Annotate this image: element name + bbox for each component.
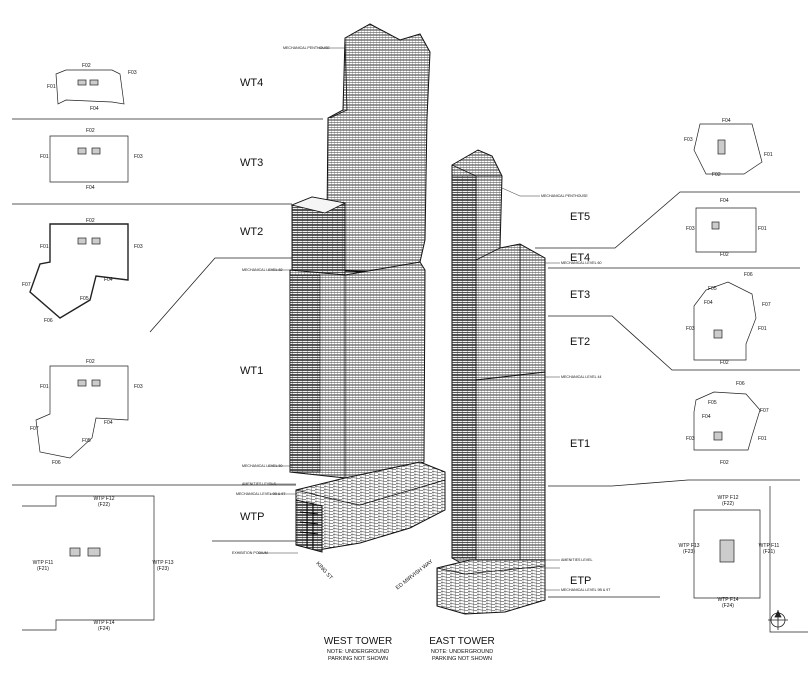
zone-label-wt3: WT3	[240, 157, 264, 169]
zone-label-et5: ET5	[570, 211, 591, 223]
wt1-plan-label-f01: F01	[40, 384, 49, 390]
wtp-plan-label-left: WTP F11(F21)	[32, 560, 54, 572]
west-tower-note-line1: NOTE: UNDERGROUND	[326, 649, 390, 655]
et3-plan-label-f06: F06	[744, 272, 753, 278]
north-arrow-icon	[768, 610, 788, 630]
west-tower-building	[289, 23, 446, 553]
callout-east-amenities: AMENITIES LEVEL	[561, 558, 593, 562]
et1-plan-label-f05: F05	[708, 400, 717, 406]
wtp-plan-label-top: WTP F12(F22)	[93, 496, 115, 508]
east-tower-title: EAST TOWER	[429, 636, 495, 647]
et3-plan-label-f01: F01	[758, 326, 767, 332]
et1-plan-label-f02: F02	[720, 460, 729, 466]
et5-plan-label-f02: F02	[712, 172, 721, 178]
etp-plan-label-top: WTP F12(F22)	[717, 495, 739, 507]
east-tower-note-line1: NOTE: UNDERGROUND	[430, 649, 494, 655]
et4-plan-label-f03: F03	[686, 226, 695, 232]
callout-west-podium: EXHIBITION PODIUM	[232, 551, 268, 555]
west-zone-separators	[12, 118, 323, 542]
et5-plan-label-f03: F03	[684, 137, 693, 143]
et1-plan-label-f04: F04	[702, 414, 711, 420]
callout-east-penthouse: MECHANICAL PENTHOUSE	[541, 194, 588, 198]
east-zone-separators	[535, 191, 800, 598]
zone-label-etp: ETP	[570, 575, 592, 587]
et4-plan-label-f02: F02	[720, 252, 729, 258]
et3-plan-label-f07: F07	[762, 302, 771, 308]
callout-west-level-82: MECHANICAL LEVEL 82	[242, 268, 283, 272]
wtp-plan-label-bottom: WTP F14(F24)	[93, 620, 115, 632]
et3-plan-label-f04: F04	[704, 300, 713, 306]
wt2-plan-label-f02: F02	[86, 218, 95, 224]
et1-plan-label-f07: F07	[760, 408, 769, 414]
east-tower-building	[436, 149, 546, 615]
zone-label-wt2: WT2	[240, 226, 264, 238]
callout-west-level-9: MECHANICAL LEVEL 9B & 9T	[236, 492, 286, 496]
wt4-plan-label-f03: F03	[128, 70, 137, 76]
callout-west-penthouse: MECHANICAL PENTHOUSE	[283, 46, 330, 50]
wt3-plan-label-f02: F02	[86, 128, 95, 134]
callout-east-level-9: MECHANICAL LEVEL 9B & 9T	[561, 588, 611, 592]
wt4-plan-label-f04: F04	[90, 106, 99, 112]
zone-label-et2: ET2	[570, 336, 591, 348]
et5-plan-label-f01: F01	[764, 152, 773, 158]
etp-plan-label-right: WTP F11(F21)	[758, 543, 780, 555]
et3-plan-label-f03: F03	[686, 326, 695, 332]
wt4-plan-label-f01: F01	[47, 84, 56, 90]
wt2-plan-label-f03: F03	[134, 244, 143, 250]
wt2-plan-label-f04: F04	[104, 277, 113, 283]
et3-plan-label-f05: F05	[708, 286, 717, 292]
et1-plan-label-f03: F03	[686, 436, 695, 442]
wt1-plan-label-f07: F07	[30, 426, 39, 432]
et1-plan-label-f06: F06	[736, 381, 745, 387]
wt2-plan-label-f01: F01	[40, 244, 49, 250]
west-tower-note-line2: PARKING NOT SHOWN	[328, 656, 388, 662]
wtp-plan-label-right: WTP F13(F23)	[152, 560, 174, 572]
west-tower-title: WEST TOWER	[323, 636, 393, 647]
zone-label-wt1: WT1	[240, 365, 264, 377]
wt1-plan-label-f04: F04	[104, 420, 113, 426]
wt1-plan-label-f06: F06	[52, 460, 61, 466]
callout-east-level-44: MECHANICAL LEVEL 44	[561, 375, 602, 379]
callout-leaders	[258, 47, 560, 591]
wt3-plan-label-f01: F01	[40, 154, 49, 160]
et4-plan-label-f04: F04	[720, 198, 729, 204]
et1-plan-label-f01: F01	[758, 436, 767, 442]
zone-label-wtp: WTP	[240, 511, 265, 523]
zone-label-et4: ET4	[570, 252, 591, 264]
zone-label-et3: ET3	[570, 289, 591, 301]
et3-plan-label-f02: F02	[720, 360, 729, 366]
wt2-plan-label-f06: F06	[44, 318, 53, 324]
wt1-plan-label-f03: F03	[134, 384, 143, 390]
floor-plans	[22, 69, 808, 633]
callout-west-level-50: MECHANICAL LEVEL 50	[242, 464, 283, 468]
wt4-plan-label-f02: F02	[82, 63, 91, 69]
callout-west-amenities: AMENITIES LEVELS	[242, 482, 276, 486]
et4-plan-label-f01: F01	[758, 226, 767, 232]
wt1-plan-label-f05: F05	[82, 438, 91, 444]
etp-plan-label-bottom: WTP F14(F24)	[717, 597, 739, 609]
etp-plan-label-left: WTP F13(F23)	[678, 543, 700, 555]
wt2-plan-label-f07: F07	[22, 282, 31, 288]
wt3-plan-label-f04: F04	[86, 185, 95, 191]
east-tower-note-line2: PARKING NOT SHOWN	[432, 656, 492, 662]
callout-east-level-60: MECHANICAL LEVEL 60	[561, 261, 602, 265]
zone-label-wt4: WT4	[240, 77, 264, 89]
zone-label-et1: ET1	[570, 438, 591, 450]
et5-plan-label-f04: F04	[722, 118, 731, 124]
wt2-plan-label-f05: F05	[80, 296, 89, 302]
wt1-plan-label-f02: F02	[86, 359, 95, 365]
wt3-plan-label-f03: F03	[134, 154, 143, 160]
